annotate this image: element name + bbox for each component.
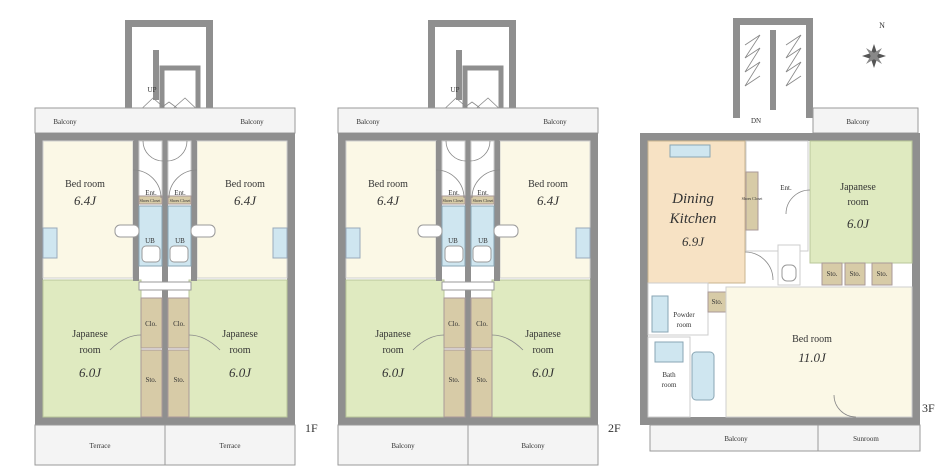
- japanese-room-label: Japanese: [525, 329, 561, 340]
- bedroom-label: Bed room: [225, 179, 265, 190]
- storage-label: Sto.: [145, 376, 156, 384]
- japanese-room-label: Japanese: [840, 182, 876, 193]
- japanese-room-label: room: [79, 345, 100, 356]
- powder-room-label: room: [677, 321, 692, 329]
- balcony-label: Balcony: [846, 118, 870, 126]
- storage-label: Sto.: [826, 270, 837, 278]
- closet-label: Clo.: [448, 320, 460, 328]
- entrance-label: Ent.: [477, 189, 489, 197]
- bedroom-label: Bed room: [368, 179, 408, 190]
- room-size: 6.4J: [377, 193, 400, 208]
- shoe-closet-label: Shoes Closet: [170, 198, 192, 203]
- japanese-room-label: room: [229, 345, 250, 356]
- dining-kitchen-label: Kitchen: [669, 211, 717, 227]
- closet-label: Clo.: [476, 320, 488, 328]
- entrance-label: Ent.: [174, 189, 186, 197]
- bath-room-label: Bath: [662, 371, 676, 379]
- unit-bath-label: UB: [478, 237, 488, 245]
- room-size: 6.0J: [79, 365, 102, 380]
- shoe-closet-label: Shoes Closet: [443, 198, 465, 203]
- japanese-room-label: room: [847, 197, 868, 208]
- room-size: 6.0J: [532, 365, 555, 380]
- room-size: 6.4J: [537, 193, 560, 208]
- entrance-label: Ent.: [780, 184, 792, 192]
- bath-room-label: room: [662, 381, 677, 389]
- shoe-closet-label: Shoes Closet: [140, 198, 162, 203]
- storage-label: Sto.: [849, 270, 860, 278]
- shoe-closet-label: Shoes Closet: [742, 196, 764, 201]
- entrance-label: Ent.: [145, 189, 157, 197]
- floor-2f: UP Balcony Balcony Bed room 6.4J Bed roo…: [338, 20, 621, 465]
- balcony-label: Balcony: [240, 118, 264, 126]
- unit-bath-label: UB: [448, 237, 458, 245]
- storage-label: Sto.: [448, 376, 459, 384]
- storage-label: Sto.: [173, 376, 184, 384]
- room-size: 6.4J: [74, 193, 97, 208]
- floor-label: 1F: [305, 421, 318, 435]
- balcony-label: Balcony: [53, 118, 77, 126]
- room-size: 11.0J: [798, 350, 827, 365]
- japanese-room-label: room: [382, 345, 403, 356]
- entrance-label: Ent.: [448, 189, 460, 197]
- floor-label: 3F: [922, 401, 935, 415]
- terrace-label: Terrace: [220, 442, 241, 450]
- balcony-label: Balcony: [521, 442, 545, 450]
- dining-kitchen-label: Dining: [671, 191, 714, 207]
- room-size: 6.0J: [229, 365, 252, 380]
- bedroom-label: Bed room: [792, 334, 832, 345]
- sunroom-label: Sunroom: [853, 435, 879, 443]
- stair-label: UP: [451, 86, 460, 94]
- room-size: 6.4J: [234, 193, 257, 208]
- unit-bath-label: UB: [175, 237, 185, 245]
- storage-label: Sto.: [711, 298, 722, 306]
- shoe-closet-label: Shoes Closet: [473, 198, 495, 203]
- balcony-label: Balcony: [543, 118, 567, 126]
- closet-label: Clo.: [173, 320, 185, 328]
- compass-north-label: N: [879, 21, 885, 30]
- bedroom-label: Bed room: [528, 179, 568, 190]
- storage-label: Sto.: [876, 270, 887, 278]
- floor-1f: UP Balcony Balcony Bed room 6.4J Bed roo…: [35, 20, 318, 465]
- japanese-room-label: Japanese: [72, 329, 108, 340]
- closet-label: Clo.: [145, 320, 157, 328]
- room-size: 6.9J: [682, 234, 705, 249]
- powder-room-label: Powder: [673, 311, 695, 319]
- room-size: 6.0J: [847, 216, 870, 231]
- japanese-room-label: room: [532, 345, 553, 356]
- compass-icon: N: [862, 21, 886, 68]
- japanese-room-label: Japanese: [375, 329, 411, 340]
- japanese-room-label: Japanese: [222, 329, 258, 340]
- stair-label: UP: [148, 86, 157, 94]
- balcony-label: Balcony: [724, 435, 748, 443]
- terrace-label: Terrace: [90, 442, 111, 450]
- storage-label: Sto.: [476, 376, 487, 384]
- floor-3f: N DN Balcony Ent. Shoes Closet Dining Ki…: [640, 18, 935, 452]
- floor-label: 2F: [608, 421, 621, 435]
- room-size: 6.0J: [382, 365, 405, 380]
- unit-bath-label: UB: [145, 237, 155, 245]
- balcony-label: Balcony: [356, 118, 380, 126]
- stair-label: DN: [751, 117, 761, 125]
- bedroom-label: Bed room: [65, 179, 105, 190]
- balcony-label: Balcony: [391, 442, 415, 450]
